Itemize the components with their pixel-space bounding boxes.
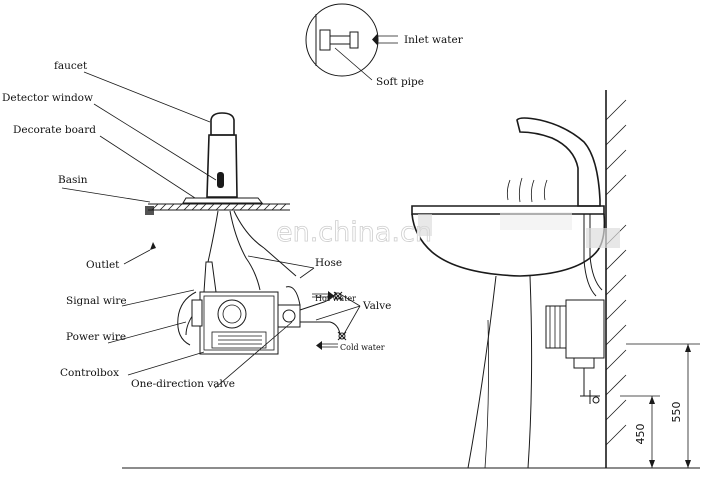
detector-window-shape	[217, 172, 224, 188]
label-soft-pipe: Soft pipe	[376, 76, 424, 88]
faucet-drawing	[206, 112, 238, 198]
label-controlbox: Controlbox	[60, 367, 119, 379]
label-faucet: faucet	[54, 60, 88, 72]
basin-slab	[145, 197, 290, 215]
watermark: en.china.cn	[276, 217, 432, 248]
label-valve: Valve	[362, 300, 391, 312]
leader-lines-left	[61, 71, 361, 389]
label-one-direction-valve: One-direction valve	[131, 378, 235, 390]
valve-drawing	[277, 286, 347, 341]
label-basin: Basin	[58, 174, 88, 186]
label-signal-wire: Signal wire	[66, 295, 127, 307]
soft-pipe-inset	[305, 3, 398, 81]
controlbox-elevation	[545, 214, 605, 404]
dimension-550: 550	[670, 402, 683, 423]
label-decorate-board: Decorate board	[13, 124, 96, 136]
label-cold-water: Cold water	[340, 343, 385, 352]
basin-elevation	[411, 205, 606, 469]
dimension-lines: 550 450	[620, 343, 700, 468]
label-power-wire: Power wire	[66, 331, 126, 343]
water-arrows	[312, 291, 338, 350]
label-detector-window: Detector window	[2, 92, 93, 104]
hose-lines	[177, 210, 297, 346]
faucet-elevation	[506, 117, 601, 207]
label-outlet: Outlet	[86, 259, 120, 271]
controlbox-drawing	[191, 291, 279, 355]
wall-drawing	[605, 90, 627, 468]
label-inlet-water: Inlet water	[404, 34, 464, 46]
label-hose: Hose	[315, 257, 342, 269]
label-hot-water: Hot water	[315, 294, 356, 303]
dimension-450: 450	[634, 424, 647, 445]
